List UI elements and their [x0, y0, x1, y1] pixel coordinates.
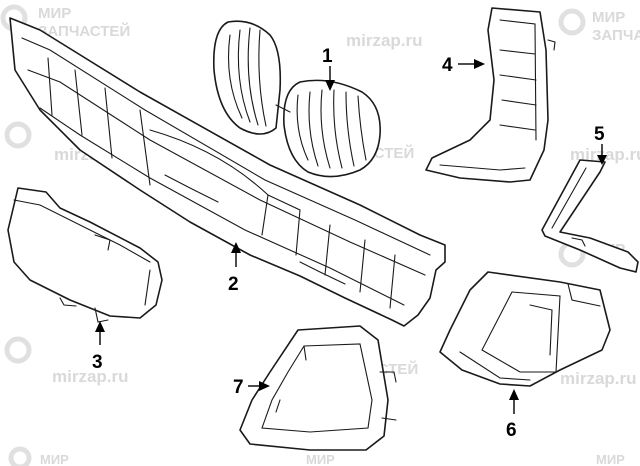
- watermark-footer: МИР МИР МИР: [8, 446, 625, 466]
- callout-7: 7: [233, 377, 270, 398]
- callout-3: 3: [92, 321, 105, 373]
- callout-3-label: 3: [92, 352, 103, 373]
- watermark-url: mirzap.ru: [52, 367, 129, 386]
- watermark-bottom-left: mirzap.ru: [4, 336, 129, 386]
- callout-6-arrow-icon: [509, 389, 519, 400]
- part-4-air-duct: [425, 7, 556, 183]
- watermark-logo-icon: [8, 446, 32, 466]
- watermark-brand-line2: ЗАПЧАСТЕЙ: [592, 26, 640, 44]
- callout-2-arrow-icon: [231, 242, 241, 253]
- callout-2-label: 2: [228, 274, 239, 295]
- watermark-bottom-right: mirzap.ru: [560, 369, 637, 388]
- part-2-lower-grille-frame: [9, 17, 446, 327]
- callout-6-label: 6: [506, 420, 517, 441]
- callout-7-label: 7: [233, 377, 244, 398]
- part-6-air-inlet-housing: [439, 271, 611, 387]
- watermark-brand-line1: МИР: [306, 452, 335, 466]
- part-3-fog-light-cover: [7, 187, 163, 323]
- part-1-kidney-grille: [212, 20, 381, 178]
- callout-4-arrow-icon: [474, 59, 485, 69]
- callout-2: 2: [228, 242, 241, 295]
- watermark-logo-icon: [4, 336, 32, 364]
- watermark-top-center: mirzap.ru: [346, 31, 423, 50]
- watermark-mid-right: mirzap.ru: [570, 145, 640, 164]
- callout-1: 1: [322, 46, 335, 91]
- watermark-url: mirzap.ru: [560, 369, 637, 388]
- callout-4: 4: [442, 55, 485, 76]
- part-7-inlet-bezel: [239, 325, 397, 451]
- callout-5-label: 5: [594, 124, 605, 145]
- watermark-top-right: МИР ЗАПЧАСТЕЙ: [558, 8, 640, 44]
- watermark-logo-icon: [558, 8, 586, 36]
- callout-3-arrow-icon: [95, 321, 105, 332]
- callout-4-label: 4: [442, 55, 453, 76]
- watermark-logo-icon: [4, 121, 32, 149]
- watermark-brand-line2: ЗАПЧАСТЕЙ: [38, 22, 130, 40]
- watermark-url: mirzap.ru: [570, 145, 640, 164]
- callout-1-label: 1: [322, 46, 333, 67]
- callout-7-arrow-icon: [259, 381, 270, 391]
- callout-6: 6: [506, 389, 519, 441]
- watermark-brand-line1: МИР: [596, 452, 625, 466]
- callout-5: 5: [594, 124, 607, 165]
- watermark-brand-line1: МИР: [40, 452, 69, 466]
- watermark-brand-line1: МИР: [38, 5, 71, 22]
- watermark-brand-line1: МИР: [592, 9, 625, 26]
- watermark-url: mirzap.ru: [346, 31, 423, 50]
- callout-5-arrow-icon: [597, 155, 607, 165]
- callout-1-arrow-icon: [325, 80, 335, 91]
- part-5-trim-strip: [541, 159, 639, 273]
